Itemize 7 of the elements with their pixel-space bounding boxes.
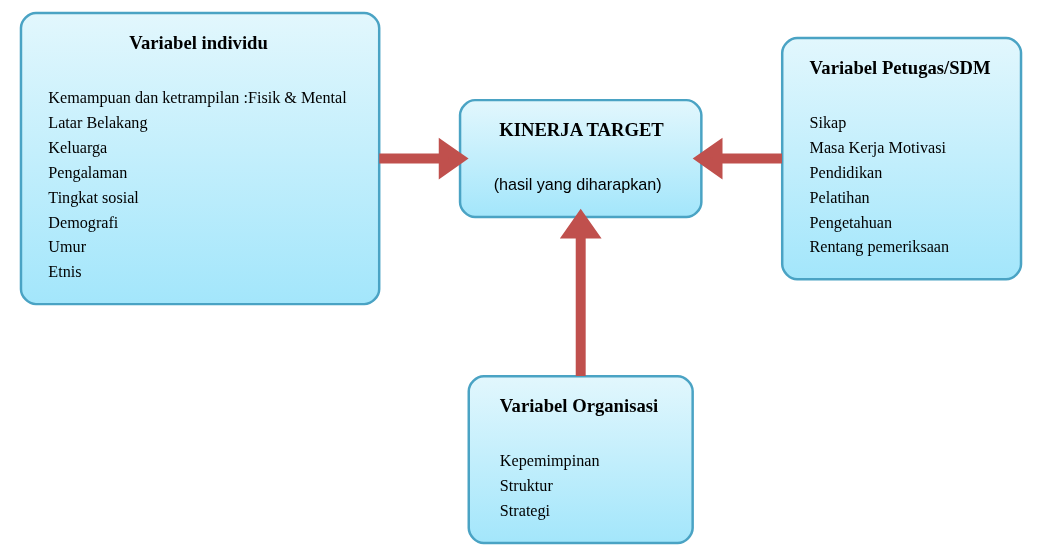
arrow [559,208,602,376]
node-box: Variabel Organisasi Kepemimpinan Struktur Strategi [467,375,694,545]
arrow [379,137,469,180]
node-box: Variabel individu Kemampuan dan ketrampilan :Fisik & Mental Latar Belakang Keluarga Pengalaman Tingkat sosial Demografi Umur Etnis [19,11,381,306]
node-box: KINERJA TARGET (hasil yang diharapkan) [458,98,703,219]
arrow [692,137,782,180]
node-box: Variabel Petugas/SDM Sikap Masa Kerja Motivasi Pendidikan Pelatihan Pengetahuan Rentang pemeriksaan [780,36,1023,281]
